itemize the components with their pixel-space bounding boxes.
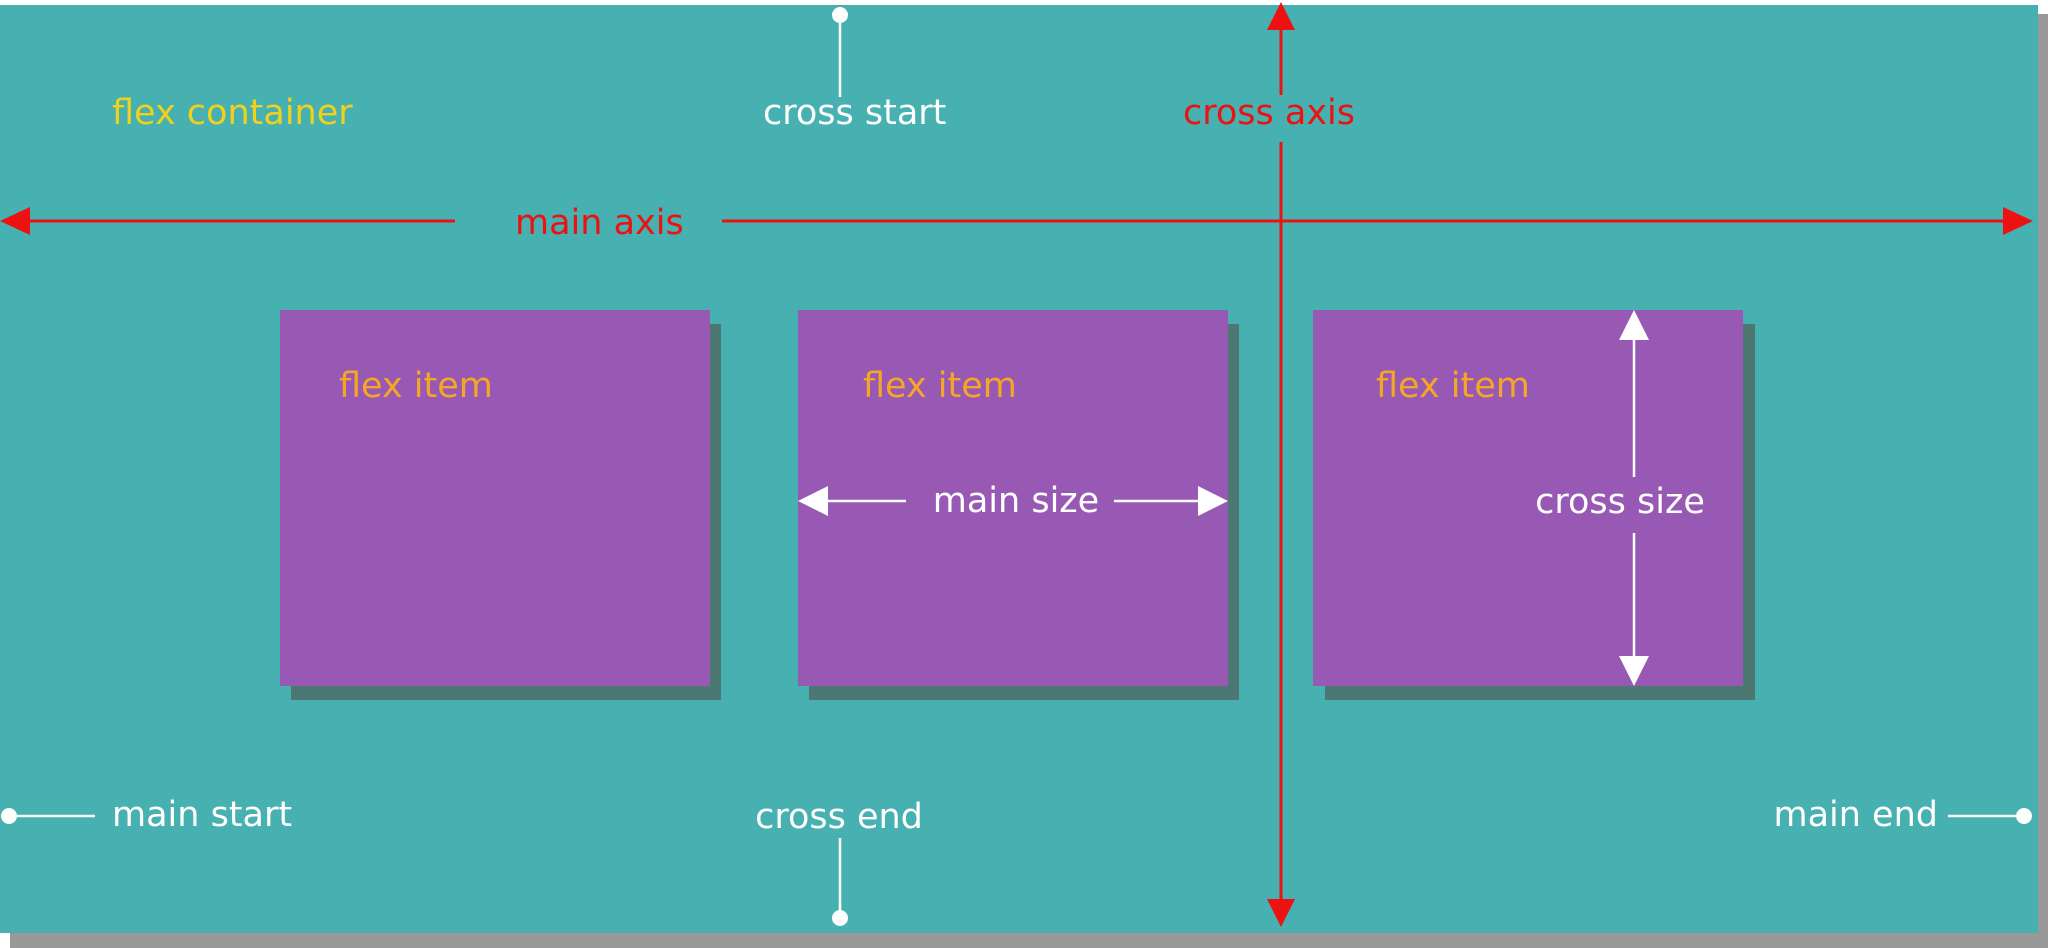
main-size-arrowhead-left bbox=[798, 486, 828, 516]
flex-item-2 bbox=[798, 310, 1228, 686]
flex-item-3 bbox=[1313, 310, 1743, 686]
cross-size-arrowhead-bottom bbox=[1619, 656, 1649, 686]
main-end-dot bbox=[2016, 808, 2032, 824]
main-end-label: main end bbox=[1773, 795, 1938, 835]
cross-start-label: cross start bbox=[763, 93, 946, 133]
flex-item-1 bbox=[280, 310, 710, 686]
main-axis-label: main axis bbox=[515, 203, 684, 243]
cross-axis-arrowhead-top bbox=[1267, 2, 1295, 30]
main-start-label: main start bbox=[112, 795, 292, 835]
main-size-arrowhead-right bbox=[1198, 486, 1228, 516]
cross-end-label: cross end bbox=[755, 797, 923, 837]
main-axis-arrowhead-right bbox=[2003, 207, 2033, 235]
main-start-dot bbox=[1, 808, 17, 824]
flex-item-2-label: flex item bbox=[863, 366, 1017, 406]
cross-axis-arrowhead-bottom bbox=[1267, 899, 1295, 927]
main-axis-arrowhead-left bbox=[0, 207, 30, 235]
cross-size-arrowhead-top bbox=[1619, 310, 1649, 340]
cross-start-dot bbox=[832, 7, 848, 23]
main-size-label: main size bbox=[933, 481, 1099, 521]
cross-axis-label: cross axis bbox=[1183, 93, 1355, 133]
flex-item-3-label: flex item bbox=[1376, 366, 1530, 406]
flex-item-1-label: flex item bbox=[339, 366, 493, 406]
flex-container-label: flex container bbox=[112, 93, 353, 133]
cross-size-label: cross size bbox=[1535, 482, 1705, 522]
cross-end-dot bbox=[832, 910, 848, 926]
